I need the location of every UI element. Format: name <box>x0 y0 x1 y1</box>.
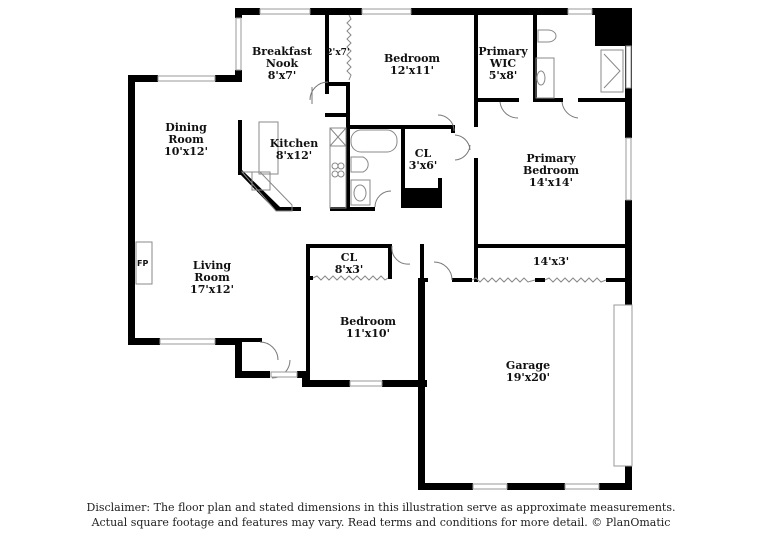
primary-sink-counter-icon <box>535 57 555 99</box>
room-bedroom-2: Bedroom 11'x10' <box>340 316 396 340</box>
room-dimensions: 2'x7' <box>326 48 350 58</box>
room-garage: Garage 19'x20' <box>506 360 550 384</box>
room-dimensions: 5'x8' <box>488 69 518 82</box>
room-dimensions: 14'x3' <box>532 255 570 268</box>
shower-icon <box>600 49 624 93</box>
room-name: Breakfast <box>252 45 312 58</box>
room-primary-bedroom: Primary Bedroom 14'x14' <box>523 153 579 189</box>
room-kitchen: Kitchen 8'x12' <box>270 138 319 162</box>
room-dimensions: 11'x10' <box>346 327 390 340</box>
room-name: Room <box>194 271 230 284</box>
bathtub-icon <box>350 129 398 153</box>
counter-icon <box>329 145 347 209</box>
room-primary-wic: Primary WIC 5'x8' <box>478 46 527 82</box>
bath-sink-counter-icon <box>350 179 371 206</box>
room-name: CL <box>340 251 358 264</box>
disclaimer-line-1: Disclaimer: The floor plan and stated di… <box>86 501 676 514</box>
disclaimer: Disclaimer: The floor plan and stated di… <box>0 500 762 530</box>
room-name: Room <box>168 133 204 146</box>
room-dimensions: 17'x12' <box>190 283 234 296</box>
room-name: Garage <box>505 359 551 372</box>
fixtures <box>135 29 624 285</box>
room-name: Living <box>192 259 232 272</box>
fireplace-label: FP <box>137 259 149 268</box>
room-dimensions: 19'x20' <box>506 371 550 384</box>
room-dimensions: 8'x3' <box>334 263 364 276</box>
bifold-doors <box>312 14 607 283</box>
room-closet-3x6: CL 3'x6' <box>409 148 438 172</box>
room-dimensions: 12'x11' <box>390 64 434 77</box>
stove-burner-icon <box>331 162 339 170</box>
room-name: Dining <box>165 121 207 134</box>
room-dining: Dining Room 10'x12' <box>164 122 208 158</box>
room-dimensions: 8'x12' <box>275 149 313 162</box>
room-bedroom-1: Bedroom 12'x11' <box>384 53 440 77</box>
room-name: Bedroom <box>383 52 441 65</box>
room-name: Nook <box>265 57 299 70</box>
room-dimensions: 8'x7' <box>267 69 297 82</box>
room-name: Bedroom <box>339 315 397 328</box>
primary-toilet-icon <box>537 29 557 43</box>
room-name: CL <box>414 147 432 160</box>
room-storage-14x3: 14'x3' <box>533 256 569 268</box>
toilet-icon <box>350 156 369 173</box>
doors <box>259 81 579 379</box>
room-name: Primary <box>478 45 528 58</box>
room-living: Living Room 17'x12' <box>190 260 234 296</box>
room-breakfast-nook: Breakfast Nook 8'x7' <box>252 46 312 82</box>
room-dimensions: 3'x6' <box>408 159 438 172</box>
room-closet-8x3: CL 8'x3' <box>335 252 364 276</box>
room-name: Bedroom <box>522 164 580 177</box>
room-dimensions: 14'x14' <box>529 176 573 189</box>
disclaimer-line-2: Actual square footage and features may v… <box>91 516 671 529</box>
kitchen-sink-icon <box>251 171 271 191</box>
kitchen-counter <box>258 121 279 175</box>
room-name: WIC <box>489 57 517 70</box>
room-name: Kitchen <box>269 137 319 150</box>
room-name: Primary <box>526 152 576 165</box>
garage-door <box>613 304 633 467</box>
windows <box>157 8 632 490</box>
room-closet-2x7: 2'x7' <box>326 48 349 58</box>
interior-walls <box>235 12 628 384</box>
fireplace-icon <box>135 241 153 285</box>
room-dimensions: 10'x12' <box>164 145 208 158</box>
